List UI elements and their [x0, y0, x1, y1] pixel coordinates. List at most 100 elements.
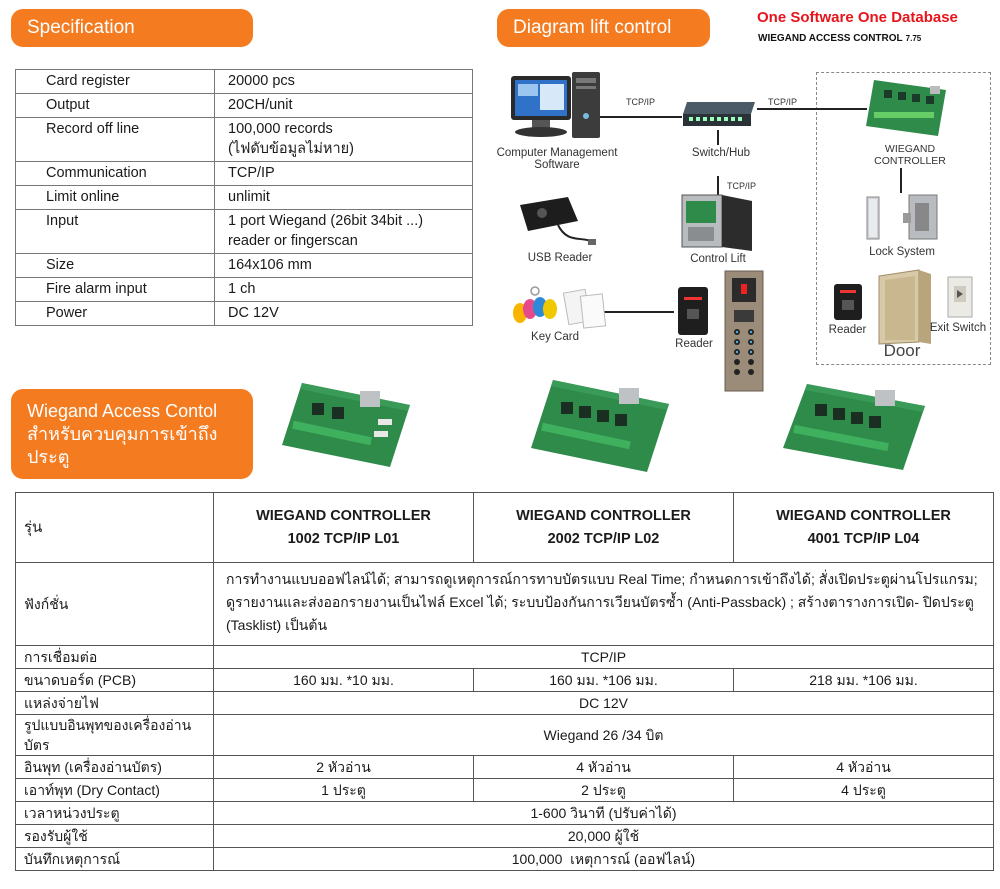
- control-lift-icon: [681, 194, 752, 251]
- delay-value: 1-600 วินาที (ปรับค่าได้): [213, 801, 994, 825]
- connector-line: [717, 176, 719, 198]
- spec-label: Power: [15, 301, 215, 326]
- key-card-icon: [513, 286, 607, 329]
- reader-mid-label: Reader: [675, 338, 713, 350]
- spec-label: Card register: [15, 69, 215, 94]
- wiegand-header-line2: สำหรับควบคุมการเข้าถึงประตู: [27, 423, 218, 467]
- spec-value: 20000 pcs: [214, 69, 473, 94]
- pcb-label: ขนาดบอร์ด (PCB): [15, 668, 214, 692]
- model-header-line2: 4001 TCP/IP L04: [807, 530, 920, 547]
- spec-row: Record off line 100,000 records (ไฟดับข้อม…: [15, 117, 473, 162]
- tcp-label: TCP/IP: [626, 97, 656, 107]
- spec-value-line1: 1 port Wiegand (26bit 34bit ...): [228, 213, 424, 229]
- controller-dashed-box: [816, 72, 991, 365]
- table-row: แหล่งจ่ายไฟ DC 12V: [15, 691, 994, 715]
- delay-label: เวลาหน่วงประตู: [15, 801, 214, 825]
- table-row: บันทึกเหตุการณ์ 100,000 เหตุการณ์ (ออฟไล…: [15, 847, 994, 871]
- computer-icon: [511, 72, 600, 138]
- input-label: อินพุท (เครื่องอ่านบัตร): [15, 755, 214, 779]
- records-label: บันทึกเหตุการณ์: [15, 847, 214, 871]
- spec-value: TCP/IP: [214, 161, 473, 186]
- tcp-label: TCP/IP: [727, 181, 757, 191]
- connection-label: การเชื่อมต่อ: [15, 645, 214, 669]
- reader-mid-icon: [678, 287, 708, 335]
- controller-label-line2: CONTROLLER: [874, 155, 946, 167]
- lift-panel-icon: [724, 270, 764, 392]
- exit-switch-icon: [947, 276, 973, 318]
- reader-input-value: Wiegand 26 /34 บิต: [213, 714, 994, 756]
- table-row: อินพุท (เครื่องอ่านบัตร) 2 หัวอ่าน 4 หัว…: [15, 755, 994, 779]
- spec-label: Fire alarm input: [15, 277, 215, 302]
- table-row: เอาท์พุท (Dry Contact) 1 ประตู 2 ประตู 4…: [15, 778, 994, 802]
- connector-line: [604, 311, 674, 313]
- controller-board-icon: [866, 80, 946, 136]
- table-row: รูปแบบอินพุทของเครื่องอ่านบัตร Wiegand 2…: [15, 714, 994, 756]
- spec-value: 1 port Wiegand (26bit 34bit ...) reader o…: [214, 209, 473, 254]
- switch-label: Switch/Hub: [691, 147, 751, 159]
- spec-value-line2: reader or fingerscan: [228, 233, 358, 249]
- tcp-label: TCP/IP: [768, 97, 798, 107]
- function-label: ฟังก์ชั่น: [15, 562, 214, 646]
- table-row: ฟังก์ชั่น การทำงานแบบออฟไลน์ได้; สามารถด…: [15, 562, 994, 646]
- controller-label-line1: WIEGAND: [884, 143, 936, 155]
- specification-header: Specification: [11, 9, 253, 47]
- function-text: การทำงานแบบออฟไลน์ได้; สามารถดูเหตุการณ์…: [213, 562, 994, 646]
- specification-header-text: Specification: [27, 17, 135, 38]
- diagram-header-text: Diagram lift control: [513, 17, 672, 38]
- spec-label: Limit online: [15, 185, 215, 210]
- spec-value-line2: (ไฟดับข้อมูลไม่หาย): [228, 141, 354, 157]
- connector-line: [757, 108, 867, 110]
- spec-value: DC 12V: [214, 301, 473, 326]
- spec-value: 100,000 records (ไฟดับข้อมูลไม่หาย): [214, 117, 473, 162]
- wiegand-header: Wiegand Access Contol สำหรับควบคุมการเข้…: [11, 389, 253, 479]
- output-value: 4 ประตู: [733, 778, 994, 802]
- table-row: การเชื่อมต่อ TCP/IP: [15, 645, 994, 669]
- spec-label: Record off line: [15, 117, 215, 162]
- input-value: 2 หัวอ่าน: [213, 755, 474, 779]
- brand-version: 7.75: [905, 34, 922, 43]
- model-header-1002: WIEGAND CONTROLLER 1002 TCP/IP L01: [213, 492, 474, 563]
- control-lift-label: Control Lift: [690, 253, 746, 265]
- spec-value: 164x106 mm: [214, 253, 473, 278]
- connector-line: [600, 116, 682, 118]
- input-value: 4 หัวอ่าน: [473, 755, 734, 779]
- pcb-board-1002-icon: [282, 383, 410, 467]
- table-row: รองรับผู้ใช้ 20,000 ผู้ใช้: [15, 824, 994, 848]
- lock-system-label: Lock System: [869, 246, 935, 258]
- brand-title: One Software One Database: [757, 9, 958, 26]
- model-header-line1: WIEGAND CONTROLLER: [516, 507, 691, 524]
- pcb-value: 160 มม. *106 มม.: [473, 668, 734, 692]
- output-value: 2 ประตู: [473, 778, 734, 802]
- power-label: แหล่งจ่ายไฟ: [15, 691, 214, 715]
- connector-line: [900, 168, 902, 193]
- users-label: รองรับผู้ใช้: [15, 824, 214, 848]
- reader-right-icon: [834, 284, 862, 320]
- brand-subtitle-text: WIEGAND ACCESS CONTROL: [758, 33, 903, 44]
- model-header-line1: WIEGAND CONTROLLER: [256, 507, 431, 524]
- exit-switch-label: Exit Switch: [929, 322, 987, 334]
- spec-value: 20CH/unit: [214, 93, 473, 118]
- spec-label: Input: [15, 209, 215, 254]
- spec-row: Input 1 port Wiegand (26bit 34bit ...) rea…: [15, 209, 473, 254]
- reader-right-label: Reader: [828, 324, 867, 336]
- spec-label: Communication: [15, 161, 215, 186]
- pcb-value: 160 มม. *10 มม.: [213, 668, 474, 692]
- reader-input-label: รูปแบบอินพุทของเครื่องอ่านบัตร: [15, 714, 214, 756]
- users-value: 20,000 ผู้ใช้: [213, 824, 994, 848]
- spec-value-line1: 100,000 records: [228, 121, 333, 137]
- input-value: 4 หัวอ่าน: [733, 755, 994, 779]
- lock-system-icon: [866, 194, 938, 240]
- model-header-line2: 1002 TCP/IP L01: [287, 530, 400, 547]
- records-value: 100,000 เหตุการณ์ (ออฟไลน์): [213, 847, 994, 871]
